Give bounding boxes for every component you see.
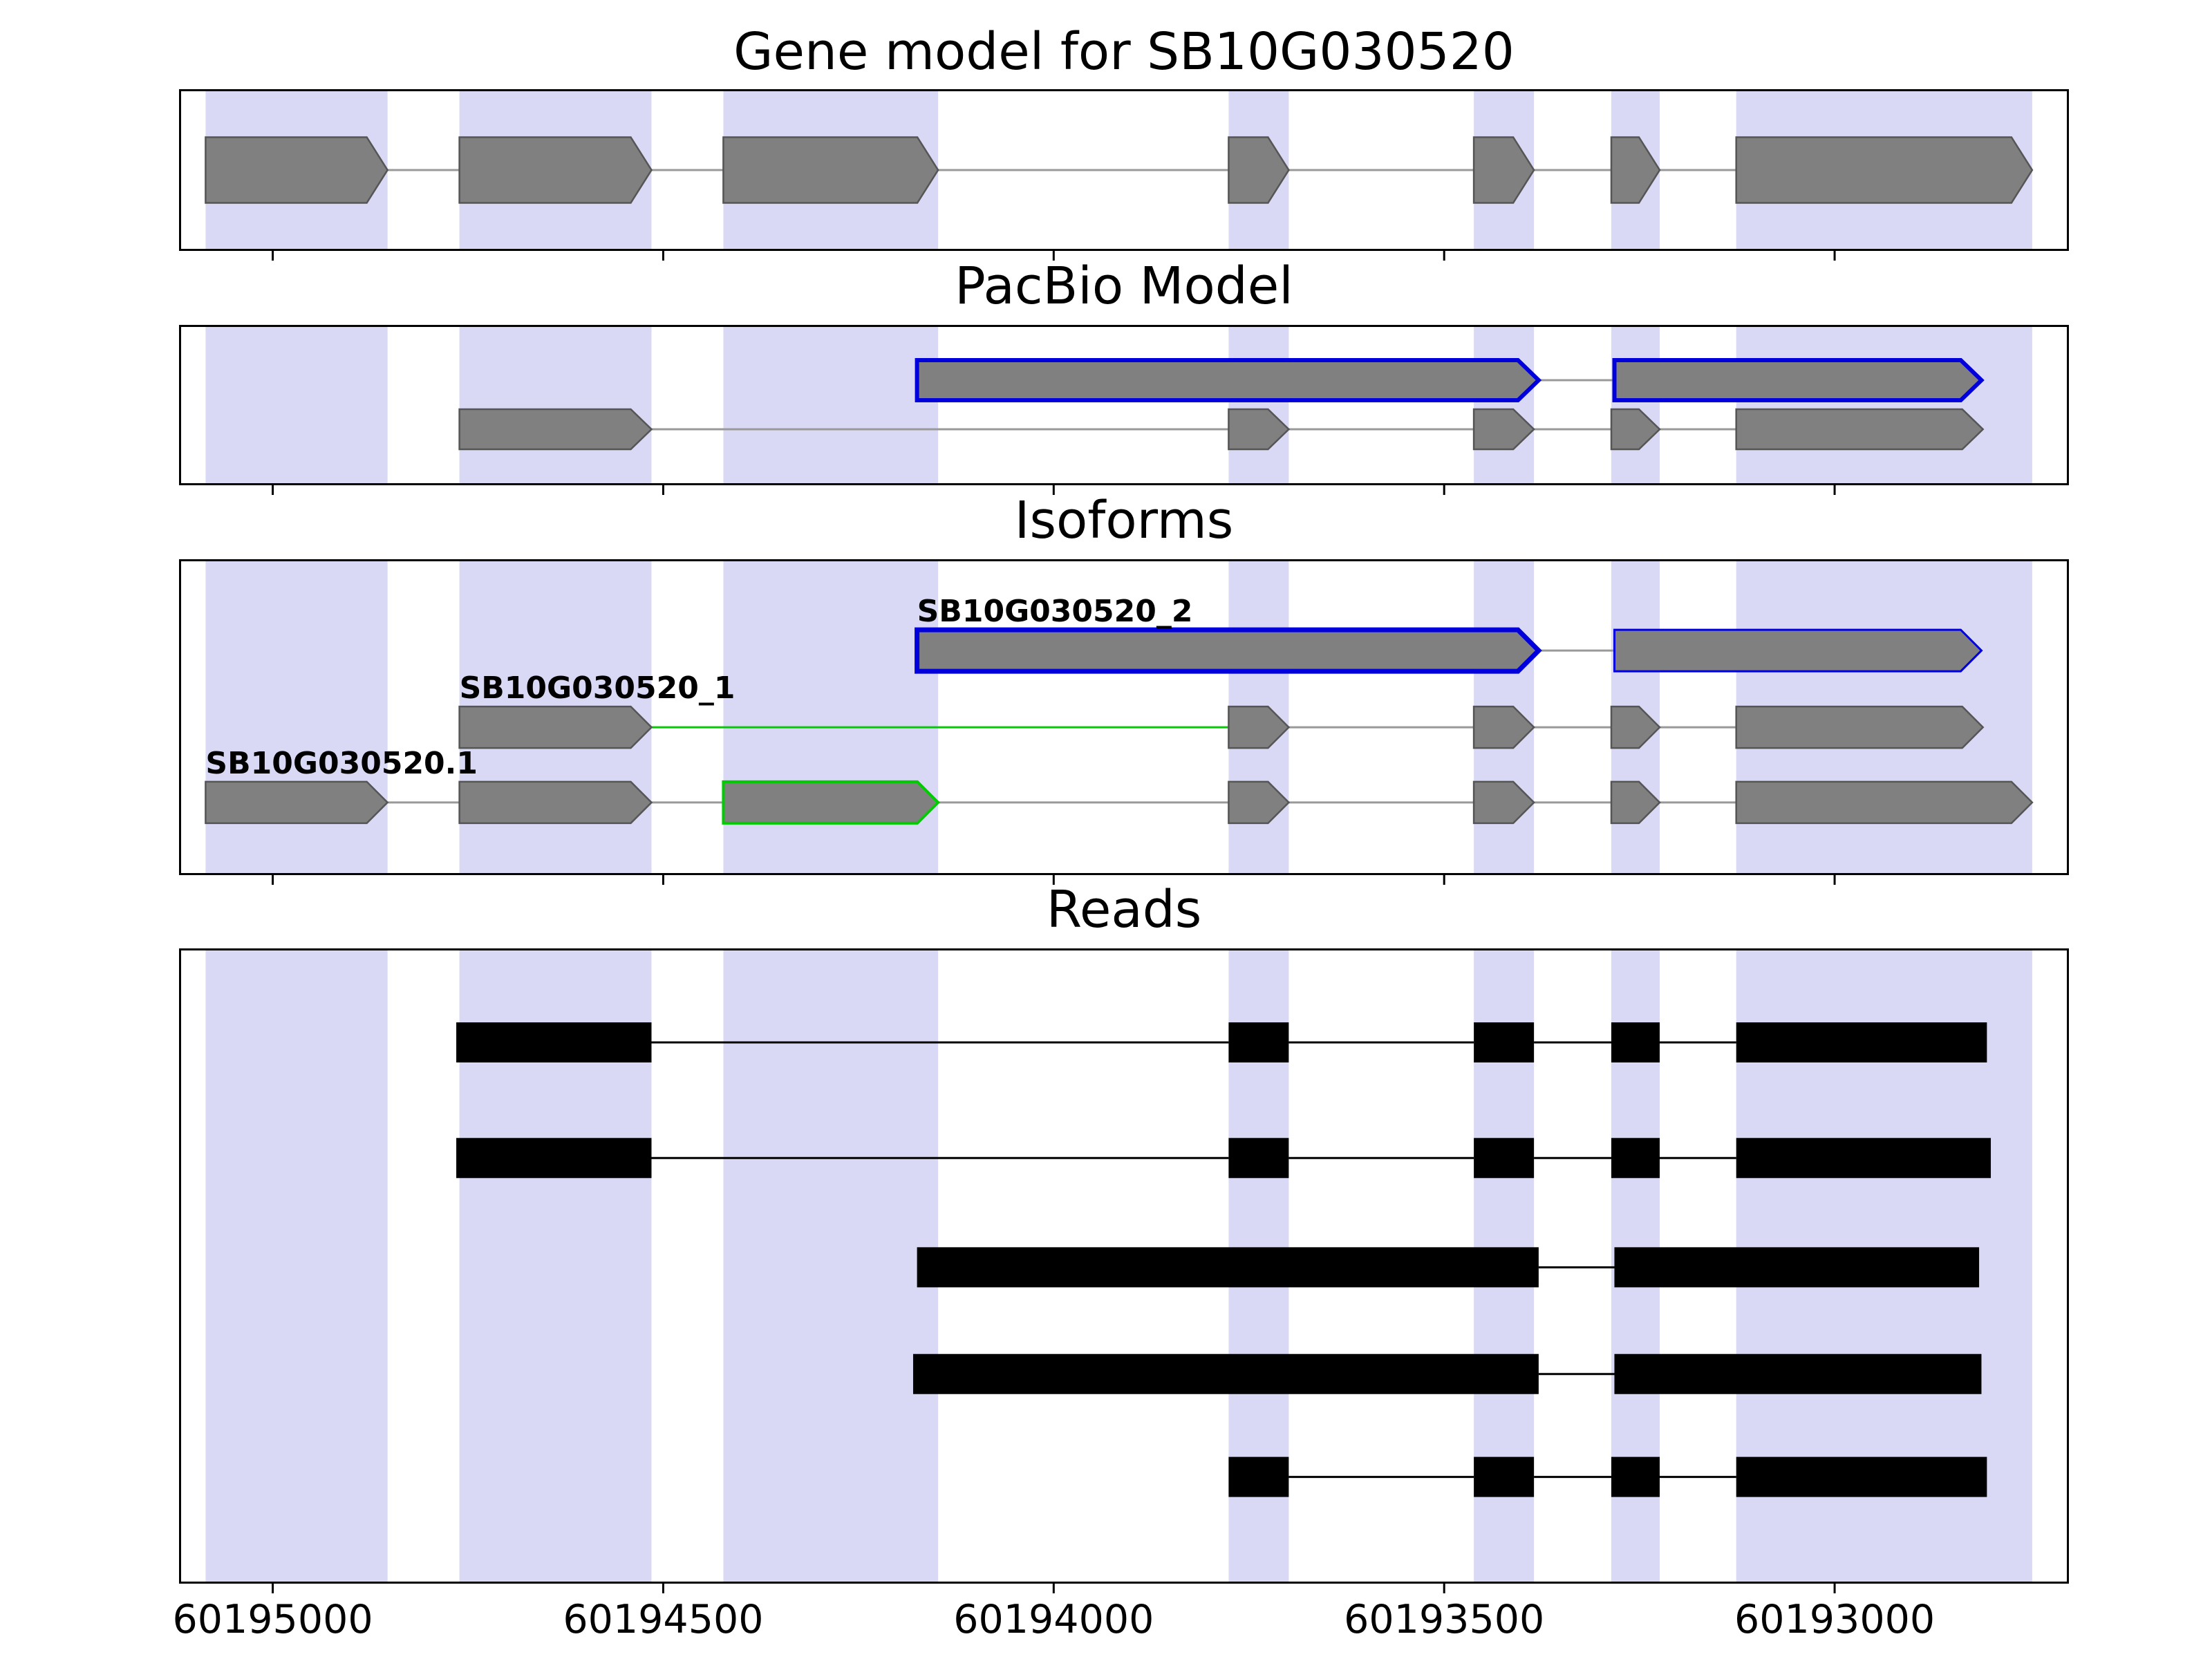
exon bbox=[458, 780, 653, 825]
exon bbox=[1735, 136, 2034, 204]
exon bbox=[1610, 408, 1661, 451]
isoform-label: SB10G030520_1 bbox=[460, 671, 735, 706]
read-block bbox=[1228, 1022, 1289, 1063]
exon-highlight-band bbox=[723, 561, 939, 874]
read-block bbox=[1736, 1138, 1991, 1179]
exon bbox=[722, 780, 940, 825]
x-tick-label: 60194500 bbox=[563, 1597, 764, 1642]
exon bbox=[1610, 705, 1661, 749]
exon-highlight-band bbox=[1611, 326, 1660, 484]
exon bbox=[205, 136, 389, 204]
exon bbox=[205, 780, 389, 825]
read-block bbox=[456, 1138, 652, 1179]
panel-border bbox=[179, 89, 2069, 251]
exon bbox=[1613, 628, 1983, 673]
read-block bbox=[1611, 1138, 1660, 1179]
x-tick-label: 60193500 bbox=[1344, 1597, 1545, 1642]
exon-highlight-band bbox=[205, 326, 388, 484]
x-tick-label: 60194000 bbox=[953, 1597, 1154, 1642]
panel-border bbox=[179, 948, 2069, 1584]
exon bbox=[1228, 705, 1291, 749]
read-block bbox=[1474, 1022, 1535, 1063]
read-block bbox=[1228, 1456, 1289, 1497]
isoforms-title: Isoforms bbox=[1014, 491, 1234, 550]
exon bbox=[1472, 705, 1535, 749]
exon bbox=[1228, 780, 1291, 825]
x-axis: 60195000 60194500 60194000 60193500 60193000 bbox=[0, 1597, 2212, 1652]
exon-highlight-band bbox=[723, 326, 939, 484]
exon bbox=[1735, 705, 1985, 749]
exon bbox=[1735, 408, 1985, 451]
exon-highlight-band bbox=[205, 561, 388, 874]
exon bbox=[1610, 780, 1661, 825]
read-block bbox=[456, 1022, 652, 1063]
read-block bbox=[1474, 1456, 1535, 1497]
exon bbox=[1472, 136, 1535, 204]
exon bbox=[1472, 780, 1535, 825]
read-block bbox=[1474, 1138, 1535, 1179]
exon-highlight-band bbox=[1474, 326, 1535, 484]
read-block bbox=[1228, 1138, 1289, 1179]
exon bbox=[915, 358, 1542, 402]
panel-border bbox=[179, 325, 2069, 485]
read-block bbox=[917, 1247, 1539, 1288]
exon-highlight-band bbox=[205, 950, 388, 1582]
exon bbox=[1228, 408, 1291, 451]
exon-highlight-band bbox=[459, 326, 652, 484]
exon bbox=[1610, 136, 1661, 204]
read-block bbox=[912, 1353, 1539, 1394]
reads-track bbox=[179, 948, 2069, 1593]
read-block bbox=[1611, 1456, 1660, 1497]
exon bbox=[1735, 780, 2034, 825]
read-block bbox=[1736, 1456, 1987, 1497]
gene-model-track bbox=[179, 89, 2069, 261]
exon bbox=[1472, 408, 1535, 451]
exon bbox=[1612, 358, 1985, 402]
read-block bbox=[1614, 1247, 1980, 1288]
exon-highlight-band bbox=[723, 950, 939, 1582]
x-tick-label: 60193000 bbox=[1734, 1597, 1936, 1642]
x-tick-label: 60195000 bbox=[172, 1597, 373, 1642]
exon-highlight-band bbox=[1228, 326, 1289, 484]
pacbio-title: PacBio Model bbox=[955, 256, 1293, 316]
exon-highlight-band bbox=[1736, 326, 2032, 484]
exon bbox=[458, 705, 653, 749]
read-block bbox=[1614, 1353, 1982, 1394]
exon bbox=[722, 136, 939, 204]
gene-model-title: Gene model for SB10G030520 bbox=[733, 22, 1515, 82]
exon bbox=[1228, 136, 1290, 204]
exon bbox=[458, 408, 653, 451]
panel-border bbox=[179, 559, 2069, 875]
reads-title: Reads bbox=[1046, 880, 1202, 939]
isoform-label: SB10G030520_2 bbox=[917, 594, 1193, 629]
pacbio-track bbox=[179, 325, 2069, 495]
read-block bbox=[1611, 1022, 1660, 1063]
read-block bbox=[1736, 1022, 1987, 1063]
isoform-label: SB10G030520.1 bbox=[205, 746, 478, 781]
exon bbox=[915, 627, 1542, 674]
exon bbox=[458, 136, 653, 204]
